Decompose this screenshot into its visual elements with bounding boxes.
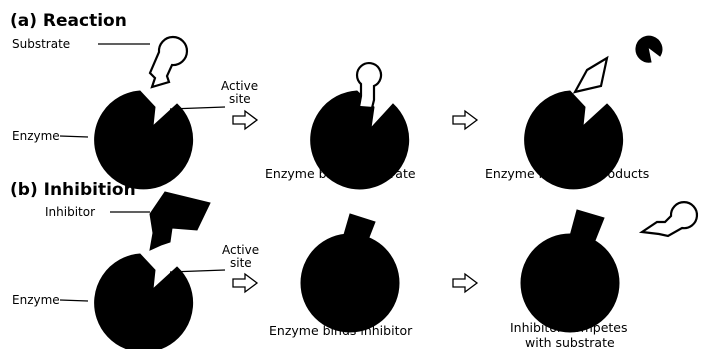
- right-arrow-icon: [453, 274, 477, 292]
- enzyme-label: Enzyme: [12, 129, 60, 143]
- inhibitor-icon: [150, 192, 210, 250]
- substrate-icon: [150, 37, 187, 87]
- caption-enzyme-binds-substrate: Enzyme binds substrate: [265, 166, 416, 181]
- enzyme-leader-line: [60, 300, 88, 301]
- caption-enzyme-binds-inhibitor: Enzyme binds inhibitor: [269, 323, 413, 338]
- enzyme-icon: [95, 91, 193, 189]
- active-site-label-line2: site: [229, 92, 251, 106]
- substrate-label: Substrate: [12, 37, 70, 51]
- right-arrow-icon: [233, 274, 257, 292]
- product-icon: [575, 58, 607, 92]
- active-site-label-line1: Active: [221, 79, 258, 93]
- active-site-label-line1: Active: [222, 243, 259, 257]
- caption-enzyme-releases-products: Enzyme releases products: [485, 166, 649, 181]
- enzyme-leader-line: [60, 136, 88, 137]
- substrate-icon: [642, 202, 697, 236]
- inhibitor-label: Inhibitor: [45, 205, 95, 219]
- reaction-heading: (a) Reaction: [10, 11, 127, 31]
- inhibition-heading: (b) Inhibition: [10, 180, 136, 200]
- enzyme-label: Enzyme: [12, 293, 60, 307]
- caption-inhibitor-competes-line2: with substrate: [525, 335, 615, 349]
- active-site-label-line2: site: [230, 256, 252, 270]
- caption-inhibitor-competes-line1: Inhibitor competes: [510, 320, 628, 335]
- right-arrow-icon: [233, 111, 257, 129]
- product-icon: [636, 36, 662, 62]
- right-arrow-icon: [453, 111, 477, 129]
- substrate-icon: [357, 63, 381, 108]
- enzyme-icon: [95, 254, 193, 349]
- enzyme-icon: [521, 234, 619, 332]
